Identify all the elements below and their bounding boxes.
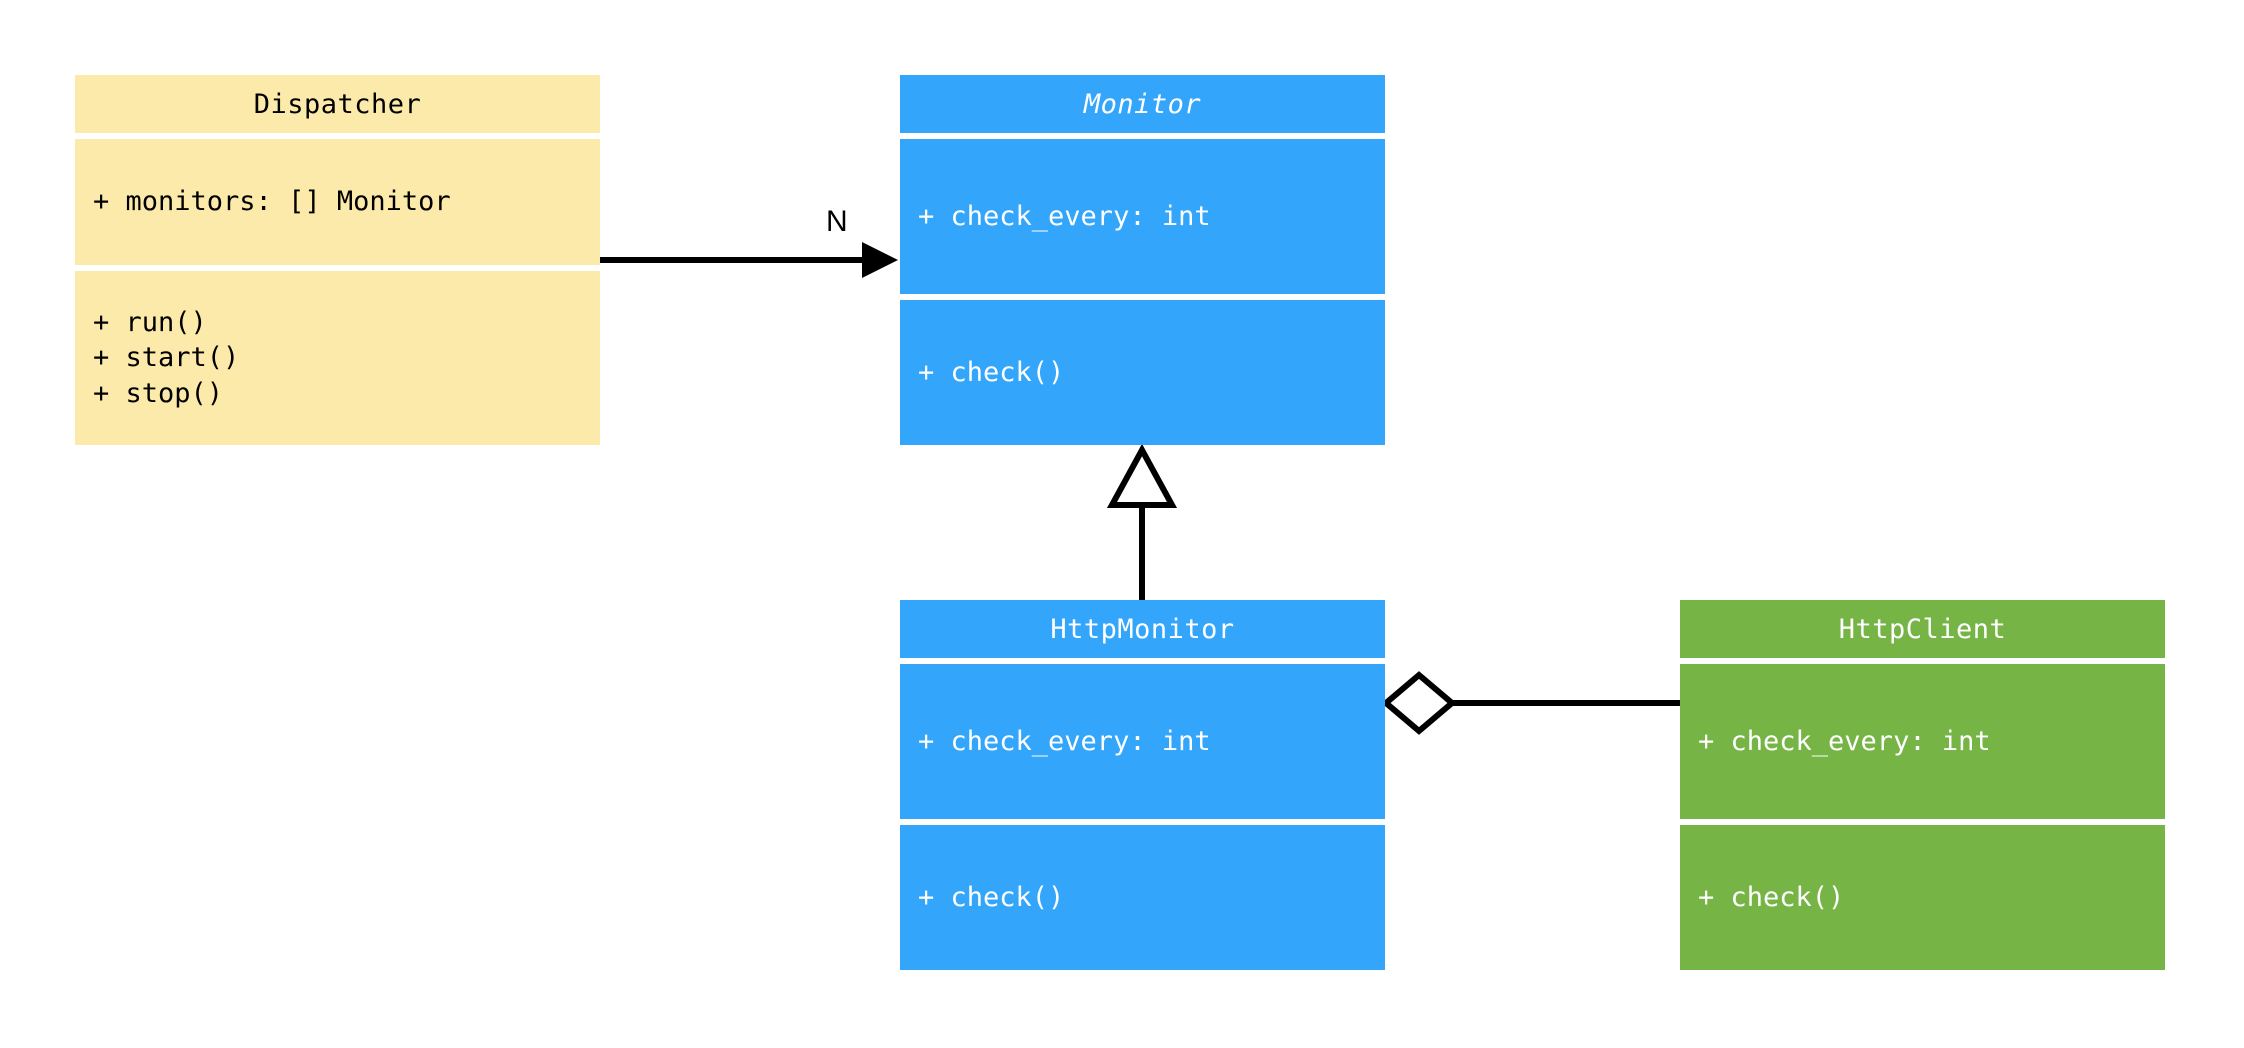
attribute-row: + check_every: int	[918, 200, 1211, 232]
attribute-row: + check_every: int	[918, 725, 1211, 757]
aggregation-httpmonitor-httpclient	[1381, 671, 1680, 735]
class-methods-compartment: + run() + start() + stop()	[75, 271, 600, 445]
class-attributes-compartment: + monitors: [] Monitor	[75, 139, 600, 265]
class-methods-compartment: + check()	[900, 300, 1385, 445]
class-title-compartment: Monitor	[900, 75, 1385, 133]
class-box-dispatcher[interactable]: Dispatcher + monitors: [] Monitor + run(…	[75, 75, 600, 445]
class-methods-compartment: + check()	[1680, 825, 2165, 970]
filled-arrowhead-icon	[862, 242, 898, 278]
method-row: + run()	[93, 306, 207, 338]
multiplicity-label-n: N	[826, 205, 848, 238]
attribute-row: + check_every: int	[1698, 725, 1991, 757]
class-methods-compartment: + check()	[900, 825, 1385, 970]
method-row: + check()	[918, 356, 1065, 388]
hollow-triangle-arrowhead-icon	[1106, 443, 1178, 508]
class-box-http-monitor[interactable]: HttpMonitor + check_every: int + check()	[900, 600, 1385, 970]
class-title-compartment: HttpMonitor	[900, 600, 1385, 658]
method-row: + stop()	[93, 377, 224, 409]
class-name-http-monitor: HttpMonitor	[1050, 613, 1235, 645]
class-title-compartment: Dispatcher	[75, 75, 600, 133]
hollow-diamond-icon	[1381, 671, 1457, 735]
method-row: + check()	[918, 881, 1065, 913]
class-box-http-client[interactable]: HttpClient + check_every: int + check()	[1680, 600, 2165, 970]
class-name-http-client: HttpClient	[1838, 613, 2007, 645]
class-name-dispatcher: Dispatcher	[253, 88, 422, 120]
association-dispatcher-monitor	[600, 242, 898, 278]
method-row: + start()	[93, 342, 240, 374]
class-name-monitor: Monitor	[1083, 88, 1202, 120]
class-box-monitor[interactable]: Monitor + check_every: int + check()	[900, 75, 1385, 445]
generalization-httpmonitor-monitor	[1106, 443, 1178, 600]
class-attributes-compartment: + check_every: int	[1680, 664, 2165, 819]
attribute-row: + monitors: [] Monitor	[93, 186, 451, 218]
method-row: + check()	[1698, 881, 1845, 913]
class-title-compartment: HttpClient	[1680, 600, 2165, 658]
class-attributes-compartment: + check_every: int	[900, 664, 1385, 819]
class-attributes-compartment: + check_every: int	[900, 139, 1385, 294]
